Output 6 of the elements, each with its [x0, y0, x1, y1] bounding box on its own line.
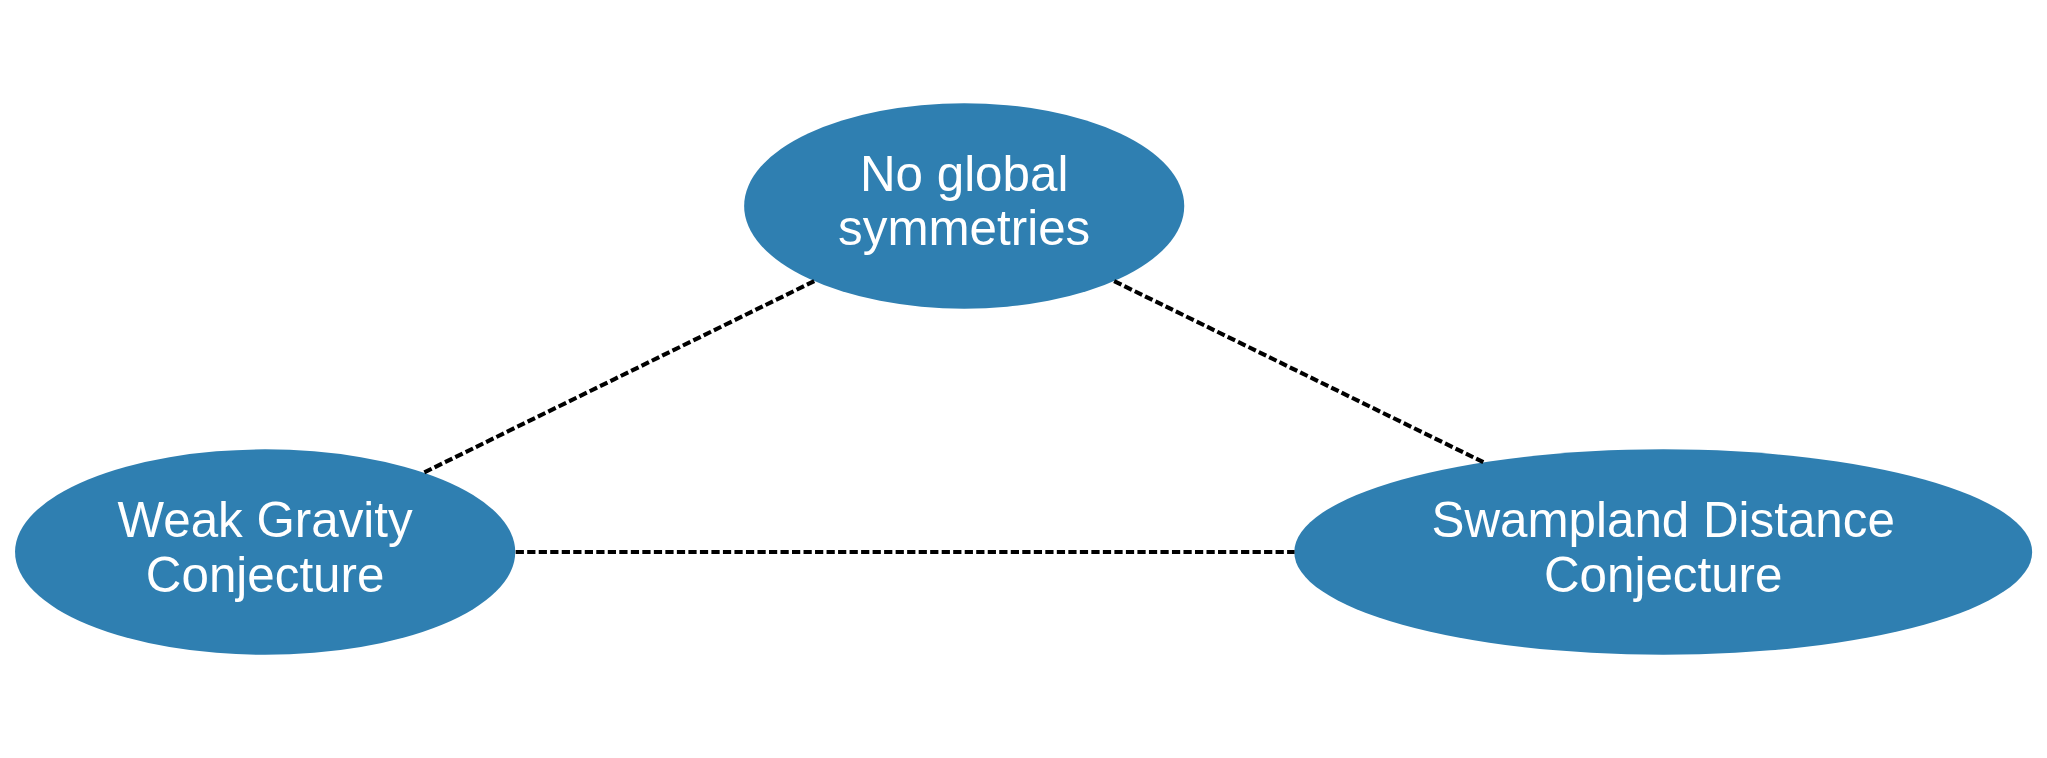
node-ellipse: Weak Gravity Conjecture	[15, 449, 516, 655]
node-ellipse: No global symmetries	[744, 103, 1185, 309]
connector	[423, 279, 816, 475]
node-ellipse: Swampland Distance Conjecture	[1294, 449, 2033, 655]
connector	[1113, 279, 1485, 465]
connector	[515, 550, 1295, 555]
